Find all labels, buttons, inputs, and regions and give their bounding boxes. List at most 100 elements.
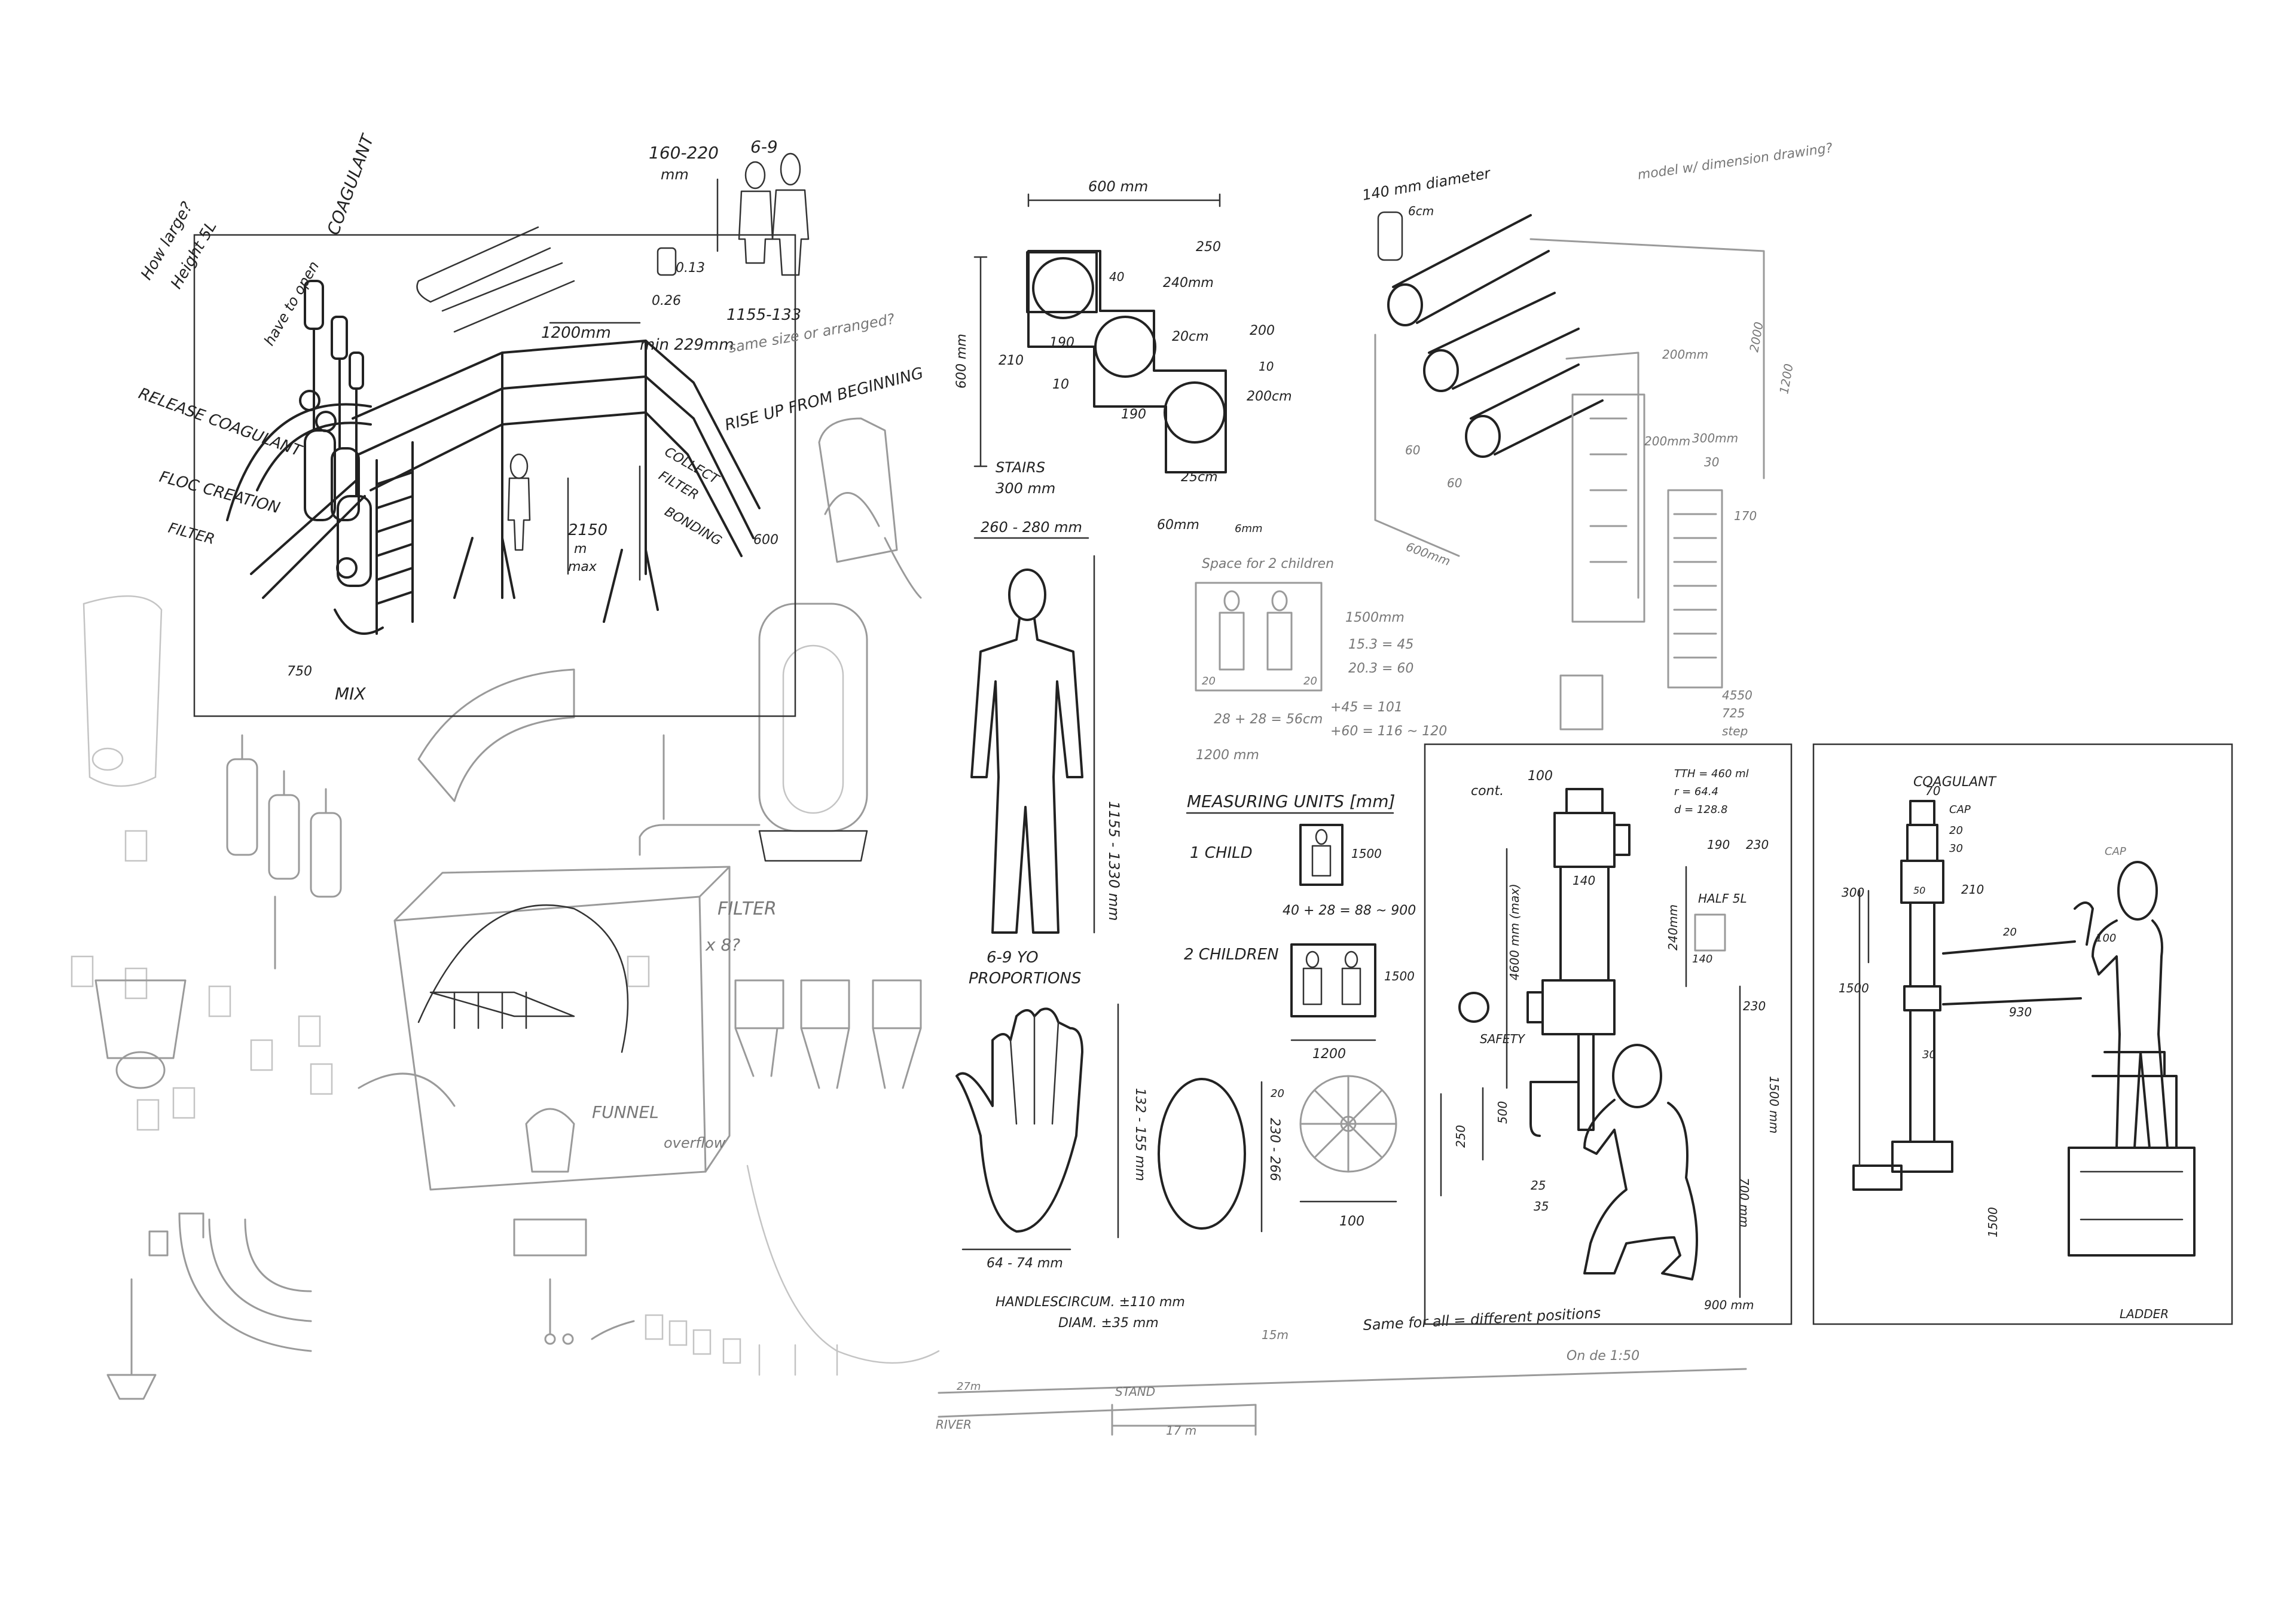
body-width-label: 260 - 280 mm	[981, 519, 1082, 536]
pipes-1200: 1200	[1776, 363, 1796, 395]
stairs-200cm: 200cm	[1247, 389, 1292, 404]
space-units: Space for 2 children 1500mm 15.3 = 45 20…	[1184, 557, 1639, 1364]
label-d-1200mm: 1200mm	[541, 324, 611, 342]
stairs-240mm: 240mm	[1163, 276, 1214, 291]
pipes-170: 170	[1734, 509, 1757, 523]
stairs-height: 600 mm	[954, 334, 969, 389]
stairs-40: 40	[1109, 270, 1124, 284]
pipes-200mm-b: 200mm	[1644, 434, 1690, 448]
squat-25: 25	[1531, 1178, 1546, 1193]
ground-27m: 27m	[957, 1380, 981, 1393]
units-sum: 40 + 28 = 88 ~ 900	[1283, 903, 1416, 918]
label-d-013: 0.13	[676, 261, 705, 276]
ladder-20a: 20	[1949, 824, 1963, 837]
pencil-label-x8: x 8?	[705, 935, 740, 955]
stairs-20cm: 20cm	[1172, 329, 1209, 344]
units-two-children: 2 CHILDREN	[1184, 946, 1279, 964]
wheel-100: 100	[1339, 1214, 1364, 1229]
stairs-190: 190	[1049, 335, 1074, 350]
pipes-diameter: 140 mm diameter	[1361, 164, 1492, 204]
grip-height: 230 - 266	[1267, 1118, 1282, 1181]
squat-notes: TTH = 460 ml	[1674, 768, 1749, 780]
pipes-300mm: 300mm	[1692, 431, 1738, 445]
stairs-10b: 10	[1259, 359, 1274, 374]
label-max: max	[568, 560, 597, 574]
squat-140b: 140	[1692, 953, 1712, 965]
squat-140: 140	[1573, 873, 1595, 888]
ladder-300: 300	[1842, 885, 1864, 900]
stairs-25cm: 25cm	[1181, 470, 1218, 485]
handles-circum: CIRCUM. ±110 mm	[1058, 1295, 1185, 1310]
label-mm: mm	[661, 166, 689, 183]
body-proportions: PROPORTIONS	[969, 970, 1081, 988]
squat-190: 190	[1707, 838, 1730, 852]
label-age-6-9: 6-9	[750, 137, 778, 157]
ladder-20b: 20	[2003, 926, 2017, 939]
label-min-229mm: min 229mm	[640, 336, 734, 354]
ladder-cap2: CAP	[2105, 845, 2126, 858]
squat-250: 250	[1454, 1125, 1468, 1148]
label-d-750: 750	[287, 664, 312, 679]
ladder-70: 70	[1925, 784, 1940, 798]
ground-stand: STAND	[1115, 1384, 1155, 1399]
ground-line: RIVER STAND 27m 17 m 15m	[936, 1328, 1747, 1438]
units-1200: 1200	[1312, 1047, 1346, 1062]
pencil-label-filter: FILTER	[718, 898, 777, 919]
ladder-1500: 1500	[1839, 981, 1869, 995]
label-coagulant: COAGULANT	[323, 131, 378, 237]
hand-width: 64 - 74 mm	[987, 1256, 1063, 1271]
space-title: Space for 2 children	[1202, 557, 1334, 571]
pencil-label-overflow: overflow	[664, 1135, 726, 1151]
ladder-210: 210	[1961, 882, 1984, 897]
stairs-10: 10	[1052, 377, 1069, 392]
ladder-label: LADDER	[2120, 1307, 2169, 1321]
body-height-label: 1155 - 1330 mm	[1106, 801, 1122, 921]
squat-safety: SAFETY	[1480, 1032, 1526, 1046]
units-1500b: 1500	[1384, 969, 1415, 983]
iso-structure-panel: COAGULANT How large? Height 5L have to o…	[136, 131, 925, 717]
label-bonding: BONDING	[662, 505, 724, 549]
iso-pipes: 140 mm diameter 6cm model w/ dimension d…	[1361, 140, 1834, 738]
label-d-2150: 2150	[568, 521, 607, 539]
label-release-coagulant: RELEASE COAGULANT	[136, 384, 305, 460]
ladder-panel-frame	[1812, 743, 2233, 1325]
body-proportions: 260 - 280 mm 1155 - 1330 mm 6-9 YO PROPO…	[955, 519, 1397, 1331]
stairs-250: 250	[1196, 240, 1221, 255]
units-one-child: 1 CHILD	[1190, 844, 1253, 862]
space-1500: 1500mm	[1345, 610, 1405, 625]
squat-r: r = 64.4	[1674, 785, 1718, 798]
space-20a: 20	[1202, 675, 1216, 687]
pipes-60a: 60	[1405, 443, 1420, 457]
label-rise-up: RISE UP FROM BEGINNING	[723, 364, 925, 435]
squat-cont: cont.	[1471, 784, 1504, 799]
label-h-1155-133: 1155-133	[726, 306, 801, 324]
stairs-plan: 600 mm 600 mm 250 40 240mm 20cm 200 210 …	[954, 178, 1292, 535]
ladder-50: 50	[1913, 885, 1925, 896]
label-filter: FILTER	[166, 519, 216, 548]
scale-note: On de 1:50	[1567, 1349, 1639, 1364]
squat-500: 500	[1495, 1101, 1510, 1124]
body-age: 6-9 YO	[987, 949, 1039, 967]
handles-title: HANDLES:	[996, 1295, 1063, 1310]
ladder-coagulant: COAGULANT	[1913, 775, 1997, 790]
units-title: MEASURING UNITS [mm]	[1187, 791, 1395, 811]
squat-4600: 4600 mm (max)	[1507, 884, 1522, 980]
squat-240mm: 240mm	[1666, 904, 1680, 950]
label-mix: MIX	[335, 684, 366, 704]
squat-100: 100	[1528, 769, 1553, 784]
stairs-210: 210	[999, 353, 1024, 368]
ladder-panel: COAGULANT 70 CAP 20 30 300 50 210 20 100…	[1812, 743, 2233, 1325]
squat-1500mm: 1500 mm	[1767, 1076, 1781, 1133]
space-20b: 20	[1303, 675, 1317, 687]
pipes-30: 30	[1704, 455, 1719, 469]
pipes-6cm: 6cm	[1408, 204, 1434, 218]
stairs-title: STAIRS	[996, 459, 1045, 476]
stairs-190b: 190	[1121, 407, 1146, 422]
ladder-30: 30	[1949, 842, 1963, 855]
squat-900mm: 900 mm	[1704, 1298, 1754, 1312]
ladder-cap: CAP	[1949, 803, 1971, 816]
squat-half-5l: HALF 5L	[1698, 891, 1747, 906]
squat-panel: 100 cont. TTH = 460 ml r = 64.4 d = 128.…	[1424, 743, 1793, 1325]
pipes-4550: 4550	[1722, 688, 1752, 702]
grip-20: 20	[1271, 1087, 1284, 1100]
